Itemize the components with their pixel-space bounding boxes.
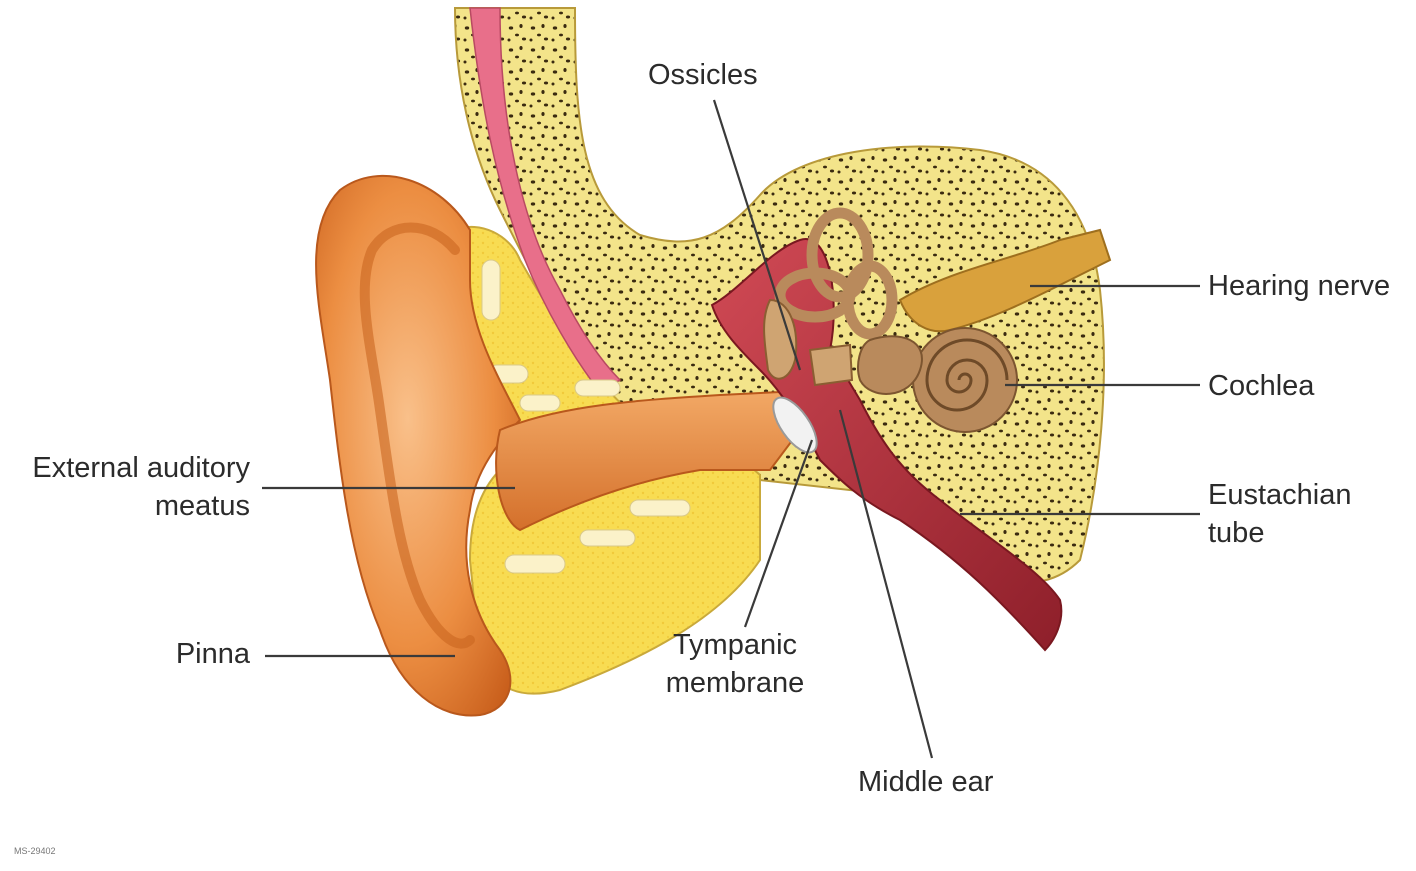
label-eac-line2: meatus xyxy=(154,490,250,522)
label-tympanic-line1: Tympanic xyxy=(672,629,798,661)
label-hearing-nerve: Hearing nerve xyxy=(1208,270,1391,302)
label-pinna: Pinna xyxy=(175,638,250,670)
vestibule xyxy=(857,335,923,395)
label-tympanic-membrane: Tympanic membrane xyxy=(640,626,830,702)
label-tympanic-line2: membrane xyxy=(665,667,805,699)
label-ossicles: Ossicles xyxy=(648,59,758,91)
label-eustachian-tube: Eustachian tube xyxy=(1208,476,1352,552)
label-cochlea: Cochlea xyxy=(1208,370,1315,402)
leader-tympanic xyxy=(743,439,814,628)
semicircular-canals xyxy=(774,207,898,340)
label-eac-line1: External auditory xyxy=(32,452,250,484)
ossicles-shape xyxy=(763,298,854,387)
leader-ossicles xyxy=(712,99,802,371)
pinna-fold xyxy=(359,222,475,649)
leader-lines xyxy=(262,99,1200,759)
hearing-nerve-shape xyxy=(898,228,1112,333)
tympanic-membrane-shape xyxy=(772,396,818,454)
label-eustachian-line1: Eustachian xyxy=(1208,479,1352,511)
label-eustachian-line2: tube xyxy=(1208,517,1265,549)
label-middle-ear: Middle ear xyxy=(858,766,994,798)
cochlea-shape xyxy=(857,327,1018,433)
cartilage-fragments xyxy=(481,259,691,574)
ear-canal xyxy=(495,390,802,532)
reference-code: MS-29402 xyxy=(14,846,56,856)
label-external-auditory-meatus: External auditory meatus xyxy=(10,449,250,525)
leader-middle-ear xyxy=(838,409,934,759)
